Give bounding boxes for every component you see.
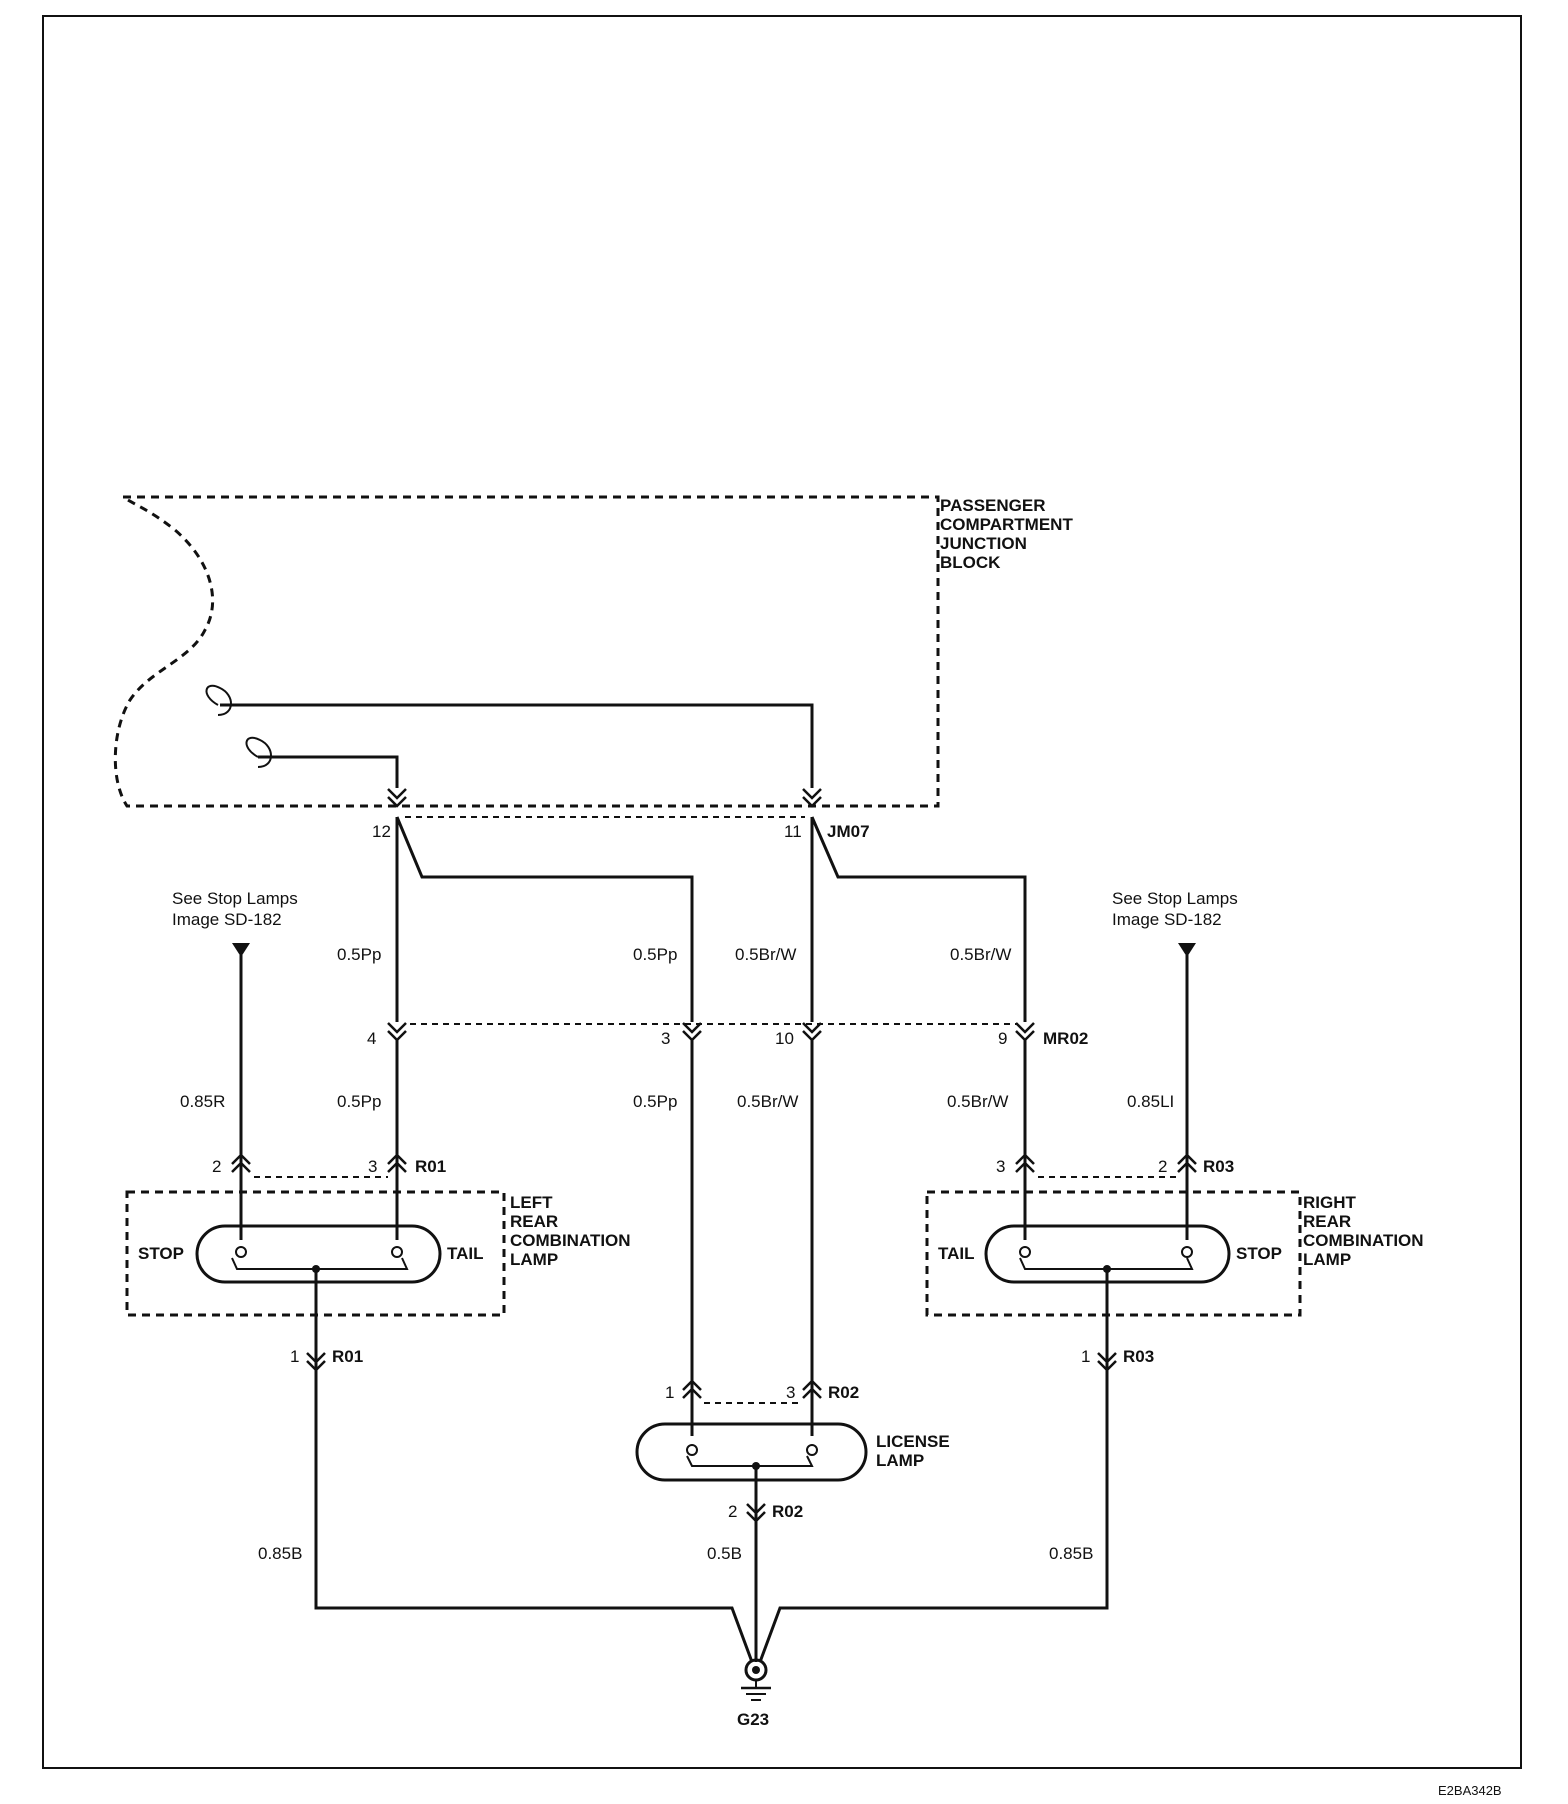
license-lamp-filament <box>686 1455 814 1467</box>
wire-label-ground-right: 0.85B <box>1049 1544 1093 1563</box>
wire-label-pp-3: 0.5Pp <box>337 1092 381 1111</box>
left-lamp-stop-label: STOP <box>138 1244 184 1263</box>
wire-label-brw-3: 0.5Br/W <box>737 1092 798 1111</box>
right-lamp-ground-wire <box>758 1269 1109 1663</box>
r01-pin-3-label: 3 <box>368 1157 377 1176</box>
left-lamp-filament <box>231 1257 409 1270</box>
connector-jm07-pin-11 <box>801 787 823 808</box>
page-frame <box>42 15 1522 1769</box>
wire-label-red: 0.85R <box>180 1092 225 1111</box>
mr02-connector-label: MR02 <box>1043 1029 1088 1048</box>
right-lamp-stop-terminal <box>1181 1246 1193 1258</box>
left-stop-ref-arrow <box>232 943 250 957</box>
wire-label-ground-left: 0.85B <box>258 1544 302 1563</box>
connector-mr02-pin-10 <box>801 1021 823 1042</box>
wire-label-brw-2: 0.5Br/W <box>950 945 1011 964</box>
left-lamp-bulb-housing <box>195 1224 442 1284</box>
mr02-pin-10-label: 10 <box>775 1029 794 1048</box>
r03-pin-2-label: 2 <box>1158 1157 1167 1176</box>
r03-pin-3-label: 3 <box>996 1157 1005 1176</box>
wire-label-pp-1: 0.5Pp <box>337 945 381 964</box>
junction-block-label-3: JUNCTION <box>940 534 1027 553</box>
wire-label-pp-2: 0.5Pp <box>633 945 677 964</box>
right-lamp-stop-label: STOP <box>1236 1244 1282 1263</box>
license-lamp-label-1: LICENSE <box>876 1432 950 1451</box>
jm07-connector-label: JM07 <box>827 822 870 841</box>
r02-top-connector-label: R02 <box>828 1383 859 1402</box>
r02-pin-3-label: 3 <box>786 1383 795 1402</box>
right-stop-ref-line-2: Image SD-182 <box>1112 910 1222 929</box>
mr02-pin-3-label: 3 <box>661 1029 670 1048</box>
right-stop-ref-line-1: See Stop Lamps <box>1112 889 1238 908</box>
r01-bottom-pin-label: 1 <box>290 1347 299 1366</box>
right-lamp-label-1: RIGHT <box>1303 1193 1357 1212</box>
right-stop-ref-arrow <box>1178 943 1196 957</box>
r01-top-connector-label: R01 <box>415 1157 446 1176</box>
license-lamp-terminal-a <box>686 1444 698 1456</box>
license-lamp-terminal-b <box>806 1444 818 1456</box>
wire-pp-branch <box>395 816 694 1022</box>
right-lamp-label-2: REAR <box>1303 1212 1351 1231</box>
left-lamp-stop-terminal <box>235 1246 247 1258</box>
left-lamp-label-1: LEFT <box>510 1193 553 1212</box>
connector-jm07-pin-12 <box>386 787 408 808</box>
fuse-icon <box>245 736 272 768</box>
feed-wire <box>258 755 399 788</box>
left-lamp-tail-terminal <box>391 1246 403 1258</box>
r02-pin-1-label: 1 <box>665 1383 674 1402</box>
left-lamp-tail-label: TAIL <box>447 1244 484 1263</box>
r02-bottom-pin-label: 2 <box>728 1502 737 1521</box>
junction-block-outline <box>113 495 940 808</box>
ground-label: G23 <box>737 1710 769 1729</box>
left-lamp-label-3: COMBINATION <box>510 1231 631 1250</box>
r03-bottom-pin-label: 1 <box>1081 1347 1090 1366</box>
wire-label-brw-1: 0.5Br/W <box>735 945 796 964</box>
left-stop-ref-line-2: Image SD-182 <box>172 910 282 929</box>
right-lamp-tail-label: TAIL <box>938 1244 975 1263</box>
junction-block-label-4: BLOCK <box>940 553 1001 572</box>
right-lamp-label-4: LAMP <box>1303 1250 1351 1269</box>
mr02-pin-9-label: 9 <box>998 1029 1007 1048</box>
junction-block-label: PASSENGER COMPARTMENT JUNCTION BLOCK <box>940 496 1073 572</box>
left-lamp-label-2: REAR <box>510 1212 558 1231</box>
left-lamp-label-4: LAMP <box>510 1250 558 1269</box>
jm07-pin-11-label: 11 <box>784 822 802 841</box>
right-lamp-outline <box>925 1190 1302 1317</box>
license-lamp-label-2: LAMP <box>876 1451 924 1470</box>
r01-pin-2-label: 2 <box>212 1157 221 1176</box>
ground-icon <box>741 1658 771 1701</box>
r02-bottom-connector-label: R02 <box>772 1502 803 1521</box>
connector-mr02-pin-3 <box>681 1021 703 1042</box>
left-lamp-ground-wire <box>314 1269 754 1663</box>
connector-mr02-pin-4 <box>386 1021 408 1042</box>
r03-top-connector-label: R03 <box>1203 1157 1234 1176</box>
right-lamp-tail-terminal <box>1019 1246 1031 1258</box>
mr02-pin-4-label: 4 <box>367 1029 376 1048</box>
wire-brw-branch <box>810 816 1027 1022</box>
fuse-icon <box>205 684 232 716</box>
r01-bottom-connector-label: R01 <box>332 1347 363 1366</box>
connector-mr02-pin-9 <box>1014 1021 1036 1042</box>
wire-label-ground-center: 0.5B <box>707 1544 742 1563</box>
wire-label-li: 0.85LI <box>1127 1092 1174 1111</box>
wire-label-brw-4: 0.5Br/W <box>947 1092 1008 1111</box>
jm07-pin-12-label: 12 <box>372 822 391 841</box>
license-lamp-housing <box>635 1422 868 1482</box>
wire-label-pp-4: 0.5Pp <box>633 1092 677 1111</box>
junction-block-label-1: PASSENGER <box>940 496 1046 515</box>
feed-wire <box>220 703 814 788</box>
right-lamp-label-3: COMBINATION <box>1303 1231 1424 1250</box>
figure-code: E2BA342B <box>1438 1783 1502 1798</box>
left-stop-ref-line-1: See Stop Lamps <box>172 889 298 908</box>
junction-block-label-2: COMPARTMENT <box>940 515 1073 534</box>
r03-bottom-connector-label: R03 <box>1123 1347 1154 1366</box>
